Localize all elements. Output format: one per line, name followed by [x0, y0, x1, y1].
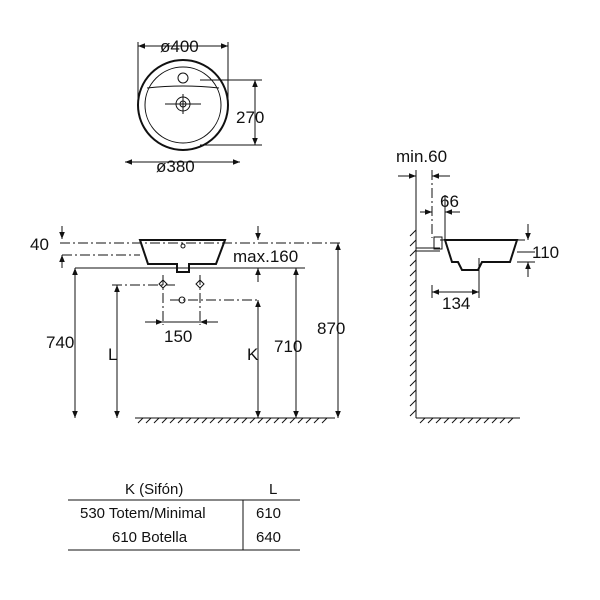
height-870-label: 870: [317, 319, 345, 338]
label-K: K: [247, 345, 259, 364]
basin-side: [443, 239, 519, 271]
side-view: min.60 66 110 134: [396, 147, 559, 424]
table-row-1-l: 610: [256, 505, 281, 522]
table-header-k: K (Sifón): [125, 481, 183, 498]
outer-diameter-label: ø400: [160, 37, 199, 56]
wall-hatch: [409, 229, 417, 417]
rim-height-label: 40: [30, 235, 49, 254]
min-clearance-label: min.60: [396, 147, 447, 166]
tap-spacing-label: 150: [164, 327, 192, 346]
table-header-l: L: [269, 481, 277, 498]
dimensions-table: K (Sifón) L 530 Totem/Minimal 610 610 Bo…: [68, 481, 300, 551]
height-710-label: 710: [274, 337, 302, 356]
top-view: ø400 270 ø380: [125, 37, 264, 176]
front-view: 40 max.160 740 L 150 K 710 870: [30, 226, 345, 424]
height-110-label: 110: [532, 243, 559, 262]
depth-label: 270: [236, 108, 264, 127]
height-740-label: 740: [46, 333, 74, 352]
overflow-line: [146, 85, 220, 89]
tap-hole: [177, 72, 189, 84]
table-row-2-l: 640: [256, 529, 281, 546]
basin-inner-bowl: [144, 66, 222, 144]
floor-hatch: [137, 417, 328, 424]
depth-134-label: 134: [442, 294, 470, 313]
basin-front: [138, 239, 227, 273]
table-row-2-k: 610 Botella: [112, 529, 188, 546]
max-thickness-label: max.160: [233, 247, 298, 266]
basin-outer-rim: [137, 59, 229, 151]
offset-66-label: 66: [440, 192, 459, 211]
inner-diameter-label: ø380: [156, 157, 195, 176]
tap-side: [433, 236, 443, 250]
label-L: L: [108, 345, 117, 364]
table-row-1-k: 530 Totem/Minimal: [80, 505, 206, 522]
